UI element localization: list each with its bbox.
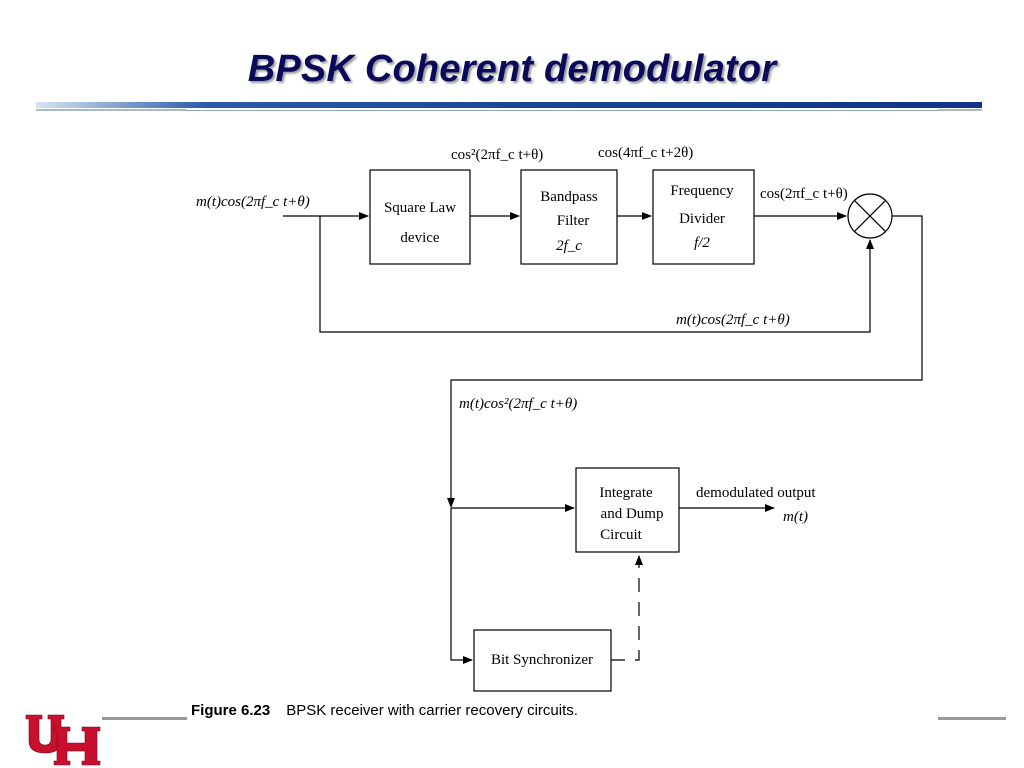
footer-rule-right	[938, 717, 1006, 720]
title-divider	[36, 102, 982, 108]
integrate-label-3: Circuit	[600, 527, 642, 543]
bandpass-label-2: Filter	[557, 213, 590, 229]
bandpass-label-1: Bandpass	[540, 189, 598, 205]
bandpass-filter-block	[520, 169, 618, 265]
title-divider-right-stub	[938, 109, 982, 111]
output-label-1: demodulated output	[696, 485, 816, 501]
after-bandpass-label: cos(4πf_c t+2θ)	[598, 145, 693, 161]
bandpass-label-3: 2f_c	[556, 238, 582, 254]
slide-title: BPSK Coherent demodulator	[247, 48, 777, 90]
integrate-label-2: and Dump	[601, 506, 664, 522]
bit-synchronizer-label: Bit Synchronizer	[491, 652, 593, 668]
frequency-divider-block	[652, 169, 755, 265]
title-divider-left-stub	[36, 109, 186, 111]
feedback-path	[319, 216, 874, 333]
divider-label-3: f/2	[694, 235, 710, 251]
square-law-label-1: Square Law	[384, 200, 456, 216]
square-law-label-2: device	[400, 230, 439, 246]
divider-label-1: Frequency	[670, 183, 734, 199]
bit-synchronizer-block	[473, 629, 612, 692]
feedback-label: m(t)cos(2πf_c t+θ)	[676, 312, 790, 328]
integrate-dump-block	[575, 467, 680, 553]
input-signal-label: m(t)cos(2πf_c t+θ)	[196, 194, 310, 210]
mixer-multiplier	[847, 193, 893, 239]
after-divider-label: cos(2πf_c t+θ)	[760, 186, 848, 202]
output-label-2: m(t)	[783, 509, 808, 525]
divider-label-2: Divider	[679, 211, 725, 227]
square-law-block	[369, 169, 471, 265]
mixer-output-label: m(t)cos²(2πf_c t+θ)	[459, 396, 577, 412]
figure-number: Figure 6.23	[191, 702, 271, 719]
uh-logo	[25, 714, 101, 766]
footer-rule-left	[102, 717, 187, 720]
title-divider-thin	[36, 110, 982, 111]
after-square-label: cos²(2πf_c t+θ)	[451, 147, 543, 163]
integrate-label-1: Integrate	[599, 485, 653, 501]
figure-caption-text: BPSK receiver with carrier recovery circ…	[286, 702, 578, 719]
to-bit-synchronizer	[450, 508, 473, 664]
figure-caption: Figure 6.23 BPSK receiver with carrier re…	[191, 702, 578, 719]
mixer-output-path	[447, 215, 923, 508]
sync-clock-path	[611, 555, 643, 661]
